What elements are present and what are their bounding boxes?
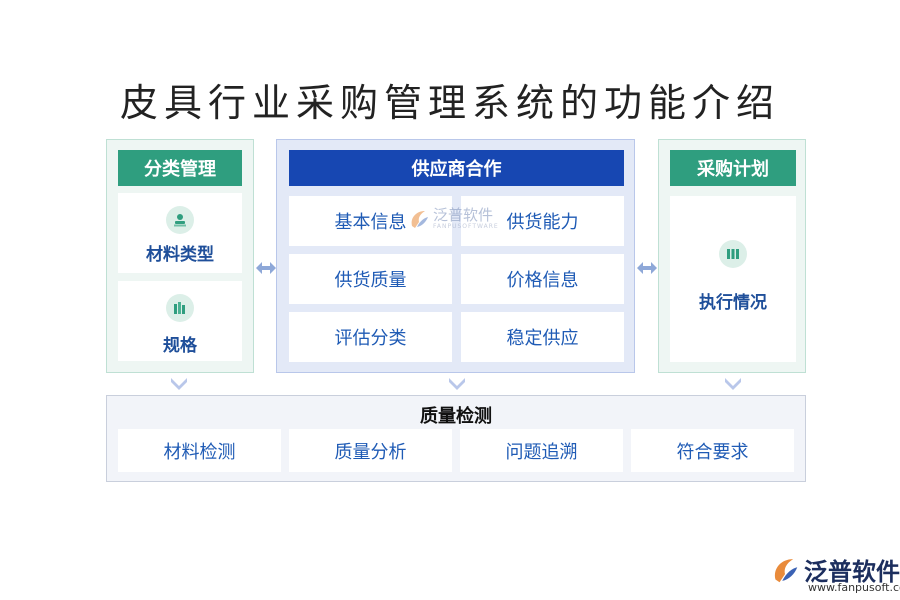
quality-analysis-card[interactable]: 质量分析 (289, 429, 452, 472)
fanpu-logo-icon (774, 558, 798, 582)
brand-url[interactable]: www.fanpusoft.com (808, 581, 900, 594)
right-link-arrow (637, 262, 657, 274)
page-title: 皮具行业采购管理系统的功能介绍 (119, 81, 780, 125)
purchase-plan-header: 采购计划 (670, 150, 796, 186)
price-info-card[interactable]: 价格信息 (461, 254, 624, 304)
supply-quality-card[interactable]: 供货质量 (289, 254, 452, 304)
stable-supply-card[interactable]: 稳定供应 (461, 312, 624, 362)
material-type-label: 材料类型 (146, 245, 214, 265)
folders-icon (719, 240, 747, 268)
user-stamp-icon (166, 206, 194, 234)
category-management-header: 分类管理 (118, 150, 242, 186)
category-management-panel: 分类管理 材料类型 规格 (106, 139, 254, 373)
supplier-cooperation-panel: 供应商合作 基本信息 供货能力 供货质量 价格信息 评估分类 稳定供应 (276, 139, 635, 373)
left-link-arrow (256, 262, 276, 274)
brand-logo[interactable]: 泛普软件 (770, 552, 900, 587)
quality-inspection-header: 质量检测 (420, 406, 492, 427)
evaluation-category-card[interactable]: 评估分类 (289, 312, 452, 362)
compliance-card[interactable]: 符合要求 (631, 429, 794, 472)
fanpu-logo-icon (411, 210, 428, 228)
watermark-sub: FANPUSOFTWARE (433, 223, 499, 230)
quality-inspection-panel: 质量检测 材料检测 质量分析 问题追溯 符合要求 (106, 395, 806, 482)
center-watermark: 泛普软件 FANPUSOFTWARE (408, 207, 499, 230)
issue-tracing-card[interactable]: 问题追溯 (460, 429, 623, 472)
material-type-card[interactable]: 材料类型 (118, 193, 242, 273)
binders-icon (166, 294, 194, 322)
specification-label: 规格 (163, 336, 197, 356)
center-down-arrow (449, 378, 465, 390)
right-down-arrow (725, 378, 741, 390)
execution-status-label: 执行情况 (699, 293, 767, 313)
brand-name: 泛普软件 (804, 558, 900, 586)
watermark-name: 泛普软件 (433, 206, 494, 224)
left-down-arrow (171, 378, 187, 390)
specification-card[interactable]: 规格 (118, 281, 242, 361)
purchase-plan-panel: 采购计划 执行情况 (658, 139, 806, 373)
execution-status-card[interactable]: 执行情况 (670, 196, 796, 362)
supply-capacity-card[interactable]: 供货能力 (461, 196, 624, 246)
material-inspection-card[interactable]: 材料检测 (118, 429, 281, 472)
supplier-cooperation-header: 供应商合作 (289, 150, 624, 186)
